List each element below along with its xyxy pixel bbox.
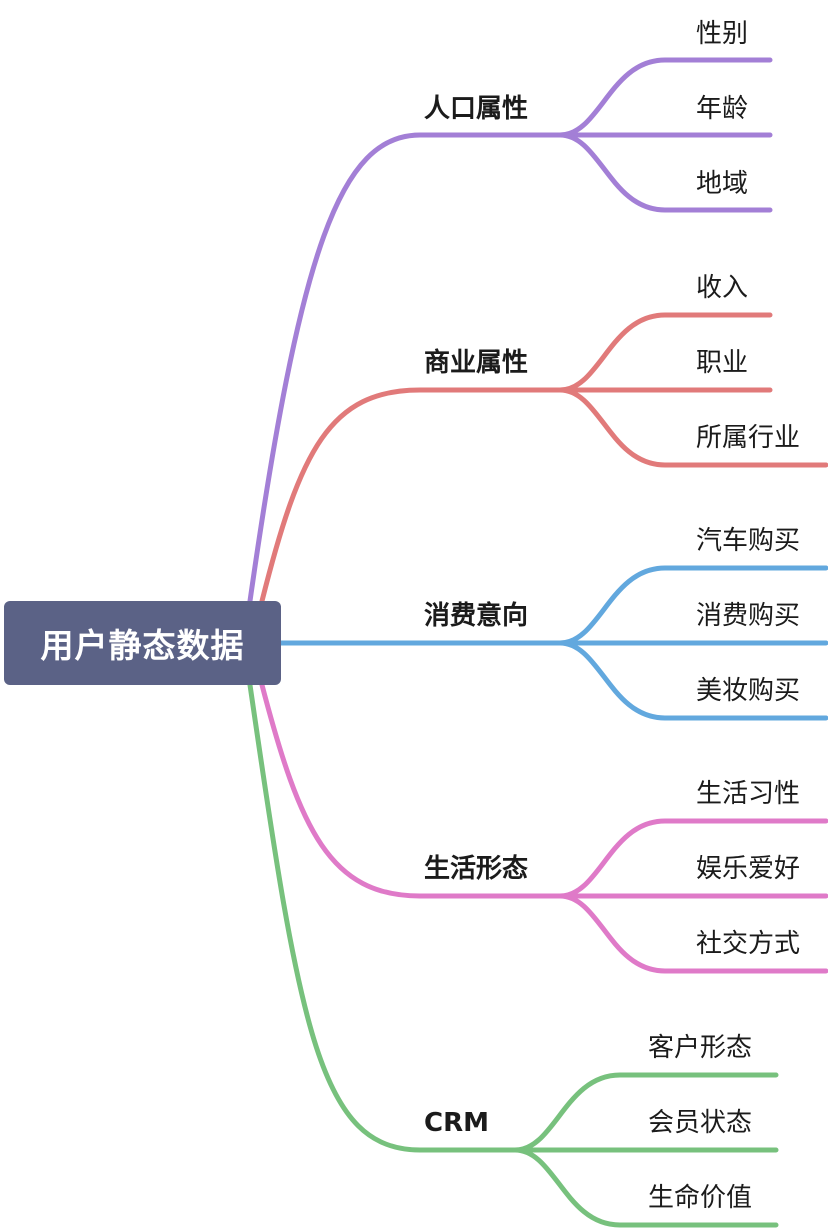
connector-consumption-leaf-3 (557, 640, 828, 721)
leaf-label-business-2[interactable]: 职业 (696, 348, 749, 378)
connector-crm-leaf-3 (512, 1147, 779, 1228)
connector-lifestyle-leaf-3 (557, 893, 828, 974)
leaf-label-crm-3[interactable]: 生命价值 (648, 1183, 753, 1213)
leaf-label-lifestyle-2[interactable]: 娱乐爱好 (696, 854, 801, 884)
connector-consumption-leaf-1 (557, 565, 828, 646)
branch-label-crm[interactable]: CRM (424, 1108, 489, 1138)
leaf-label-lifestyle-1[interactable]: 生活习性 (696, 779, 801, 809)
leaf-label-business-3[interactable]: 所属行业 (696, 423, 801, 453)
branch-label-business[interactable]: 商业属性 (424, 348, 529, 378)
leaf-label-demographic-1[interactable]: 性别 (696, 19, 749, 49)
branch-label-consumption[interactable]: 消费意向 (424, 601, 529, 631)
leaf-label-demographic-3[interactable]: 地域 (696, 169, 749, 199)
connector-crm-leaf-1 (512, 1072, 779, 1153)
leaf-label-consumption-3[interactable]: 美妆购买 (696, 676, 801, 706)
leaf-label-business-1[interactable]: 收入 (696, 273, 749, 303)
root-node-label: 用户静态数据 (40, 626, 245, 665)
branch-label-lifestyle[interactable]: 生活形态 (424, 854, 529, 884)
branch-label-demographic[interactable]: 人口属性 (424, 94, 529, 124)
leaf-label-crm-2[interactable]: 会员状态 (648, 1108, 753, 1138)
leaf-label-consumption-2[interactable]: 消费购买 (696, 601, 801, 631)
leaf-label-consumption-1[interactable]: 汽车购买 (696, 526, 801, 556)
leaf-label-lifestyle-3[interactable]: 社交方式 (696, 929, 801, 959)
connector-root-lifestyle (259, 682, 563, 899)
connector-business-leaf-1 (557, 312, 773, 393)
connector-demographic-leaf-1 (557, 57, 773, 138)
leaf-label-crm-1[interactable]: 客户形态 (648, 1033, 753, 1063)
connector-root-business (259, 387, 563, 604)
connector-demographic-leaf-3 (557, 132, 773, 213)
leaf-label-demographic-2[interactable]: 年龄 (696, 94, 749, 124)
connector-root-demographic (247, 132, 563, 604)
connector-lifestyle-leaf-1 (557, 818, 828, 899)
connector-business-leaf-3 (557, 387, 828, 468)
root-node[interactable] (4, 601, 281, 685)
connector-root-crm (247, 682, 518, 1153)
